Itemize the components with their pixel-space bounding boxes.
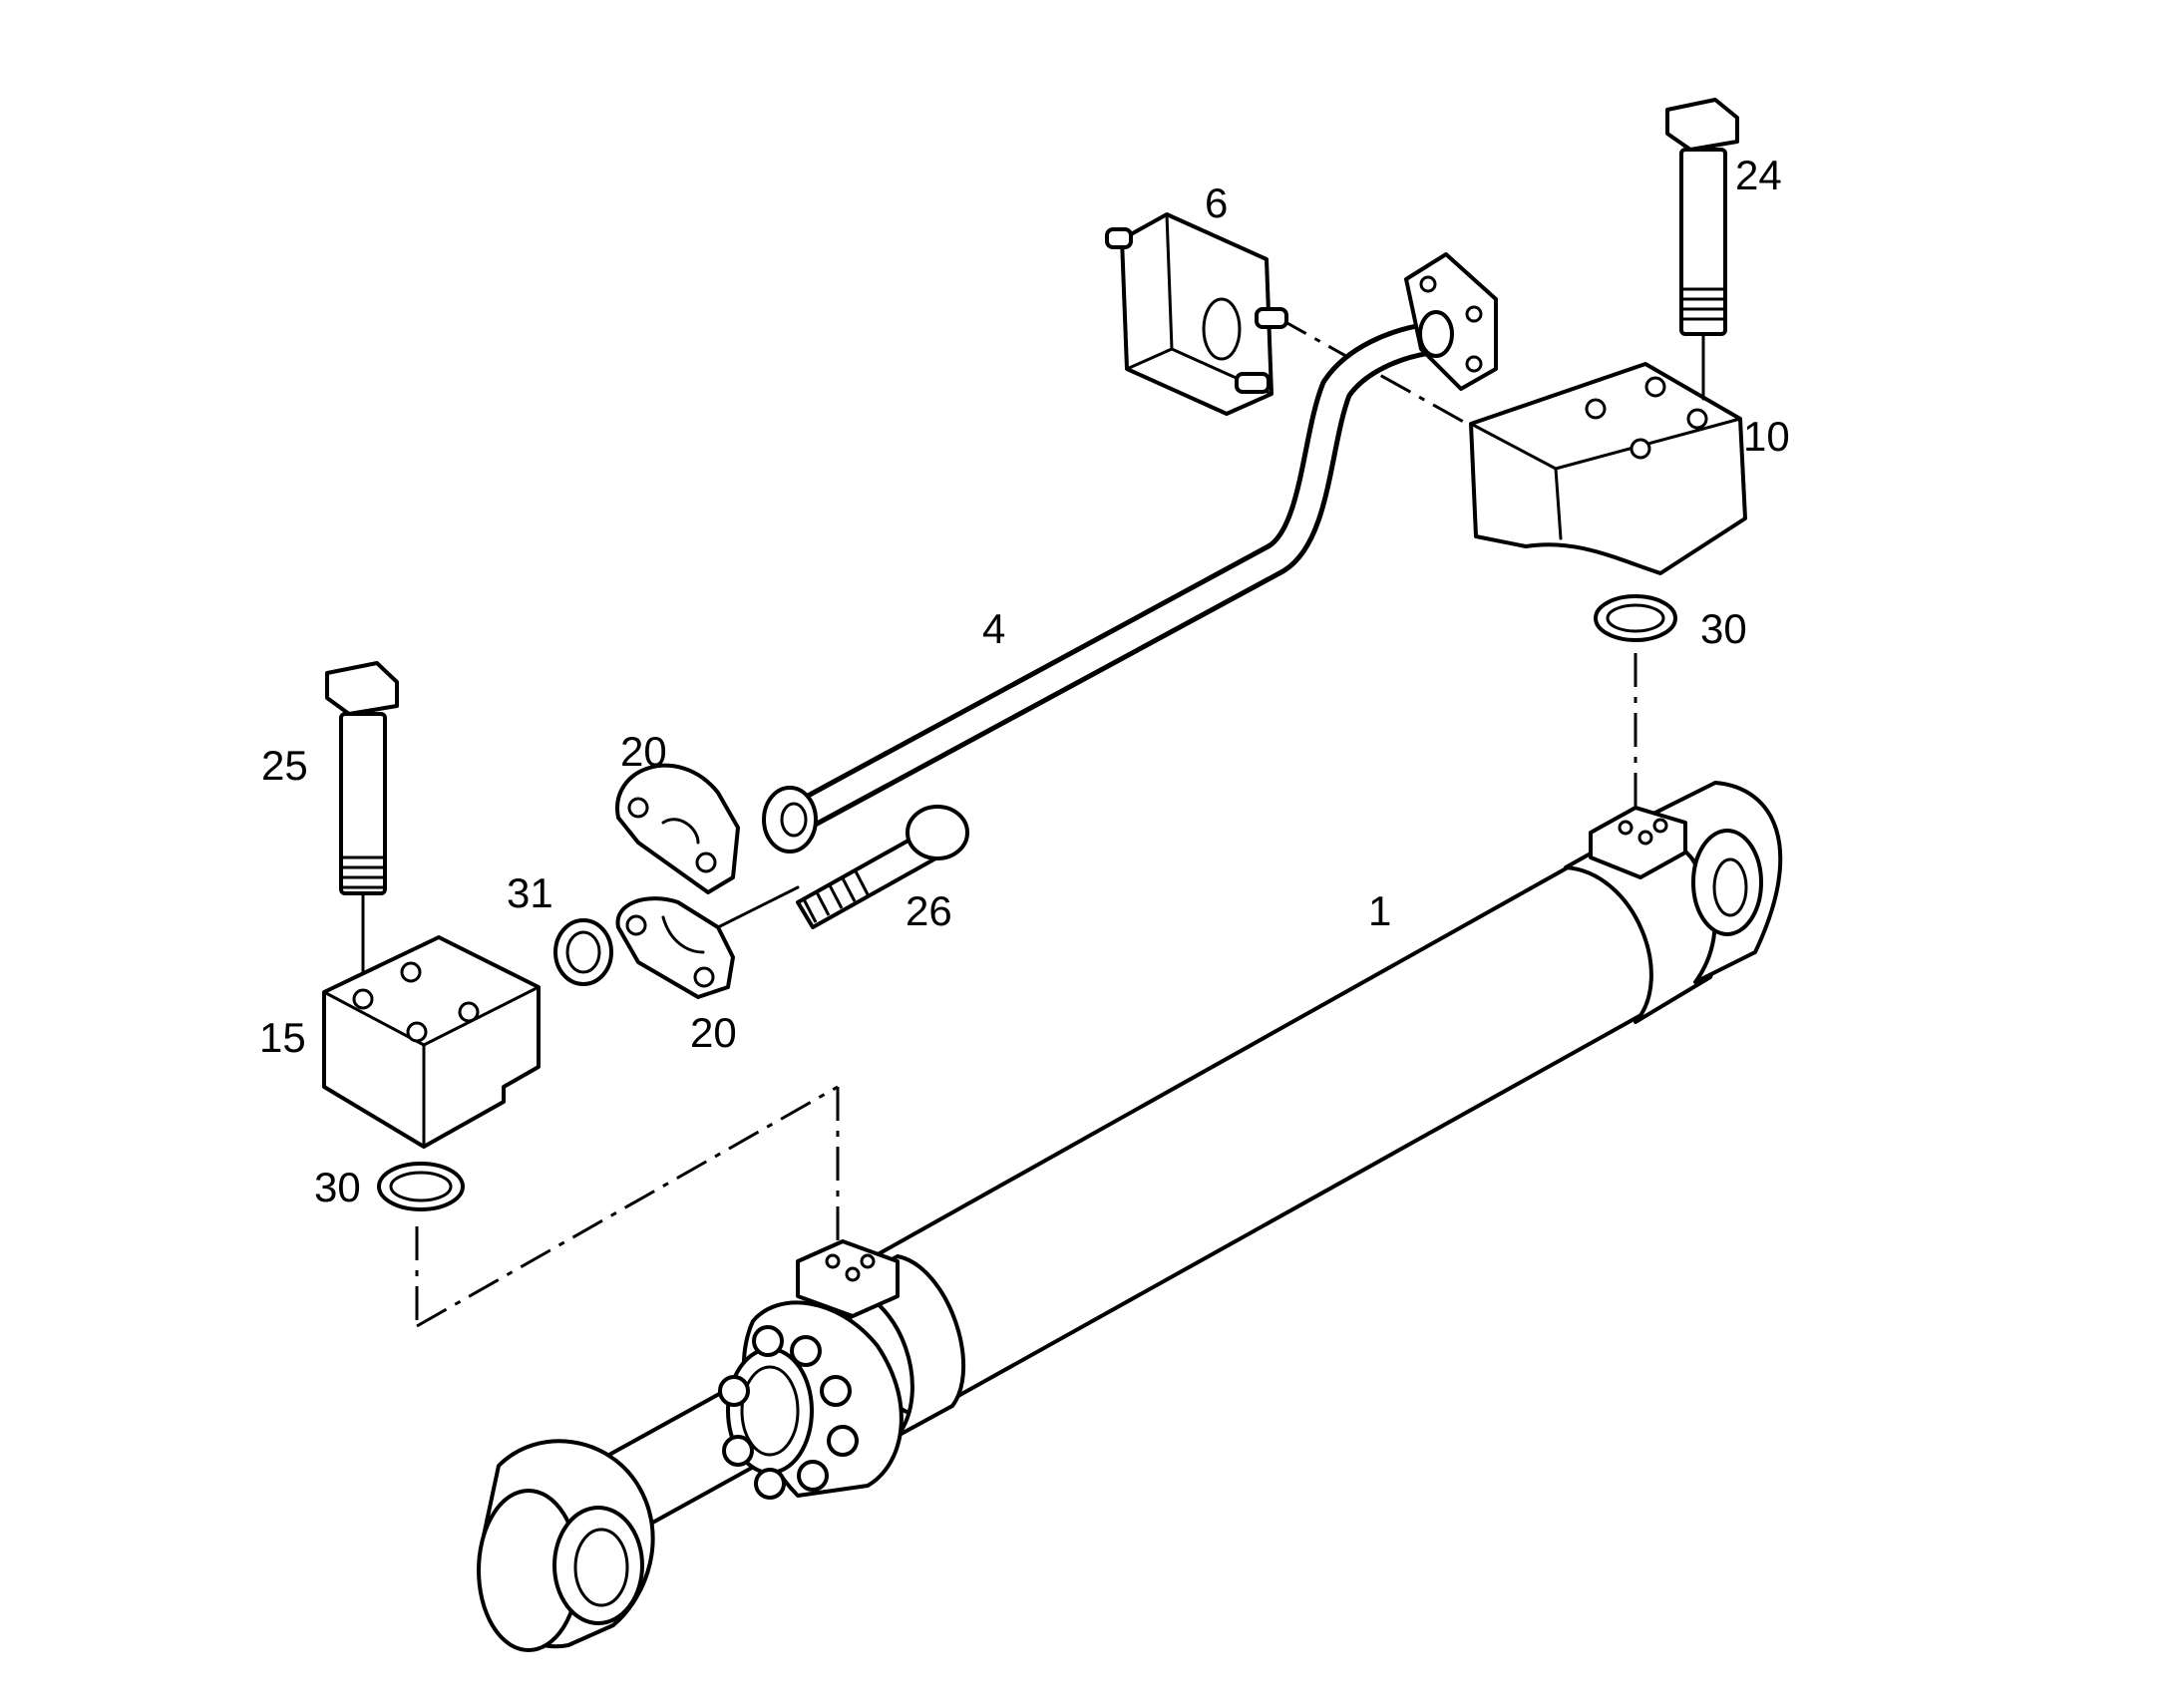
callout-24: 24 — [1735, 152, 1782, 198]
bolt-26-head — [906, 805, 969, 860]
pipe-4 — [762, 252, 1498, 854]
callout-10: 10 — [1743, 413, 1790, 460]
hydraulic-cylinder-1 — [477, 781, 1783, 1652]
callout-4: 4 — [982, 605, 1005, 652]
block-15 — [322, 935, 541, 1149]
block-10 — [1469, 362, 1747, 575]
callout-20-upper: 20 — [620, 728, 667, 775]
callout-6: 6 — [1205, 179, 1228, 226]
bolt-26 — [796, 805, 969, 929]
alignment-line-pipe-to-10 — [1275, 315, 1477, 431]
callout-30-right: 30 — [1700, 605, 1747, 652]
callout-1: 1 — [1368, 887, 1391, 934]
callout-15: 15 — [259, 1014, 306, 1061]
clamp-6 — [1105, 212, 1288, 416]
callouts: 1 4 6 10 15 20 20 24 25 26 30 30 31 — [259, 152, 1790, 1210]
callout-25: 25 — [261, 742, 308, 789]
flange-half-20-lower — [615, 896, 735, 999]
bolt-24 — [1665, 98, 1739, 401]
bolt-25 — [325, 661, 399, 999]
callout-20-lower: 20 — [690, 1009, 737, 1056]
bolt-24-head — [1665, 98, 1739, 152]
callout-31: 31 — [507, 869, 553, 916]
alignment-line-diagonal — [416, 1085, 839, 1328]
callout-30-left: 30 — [314, 1164, 361, 1210]
block-10-body — [1469, 362, 1747, 575]
callout-26: 26 — [906, 887, 952, 934]
cylinder-front-collar — [841, 1254, 966, 1438]
flange-half-20-upper — [615, 763, 740, 894]
bolt-25-head — [325, 661, 399, 716]
cylinder-barrel — [844, 855, 1663, 1418]
